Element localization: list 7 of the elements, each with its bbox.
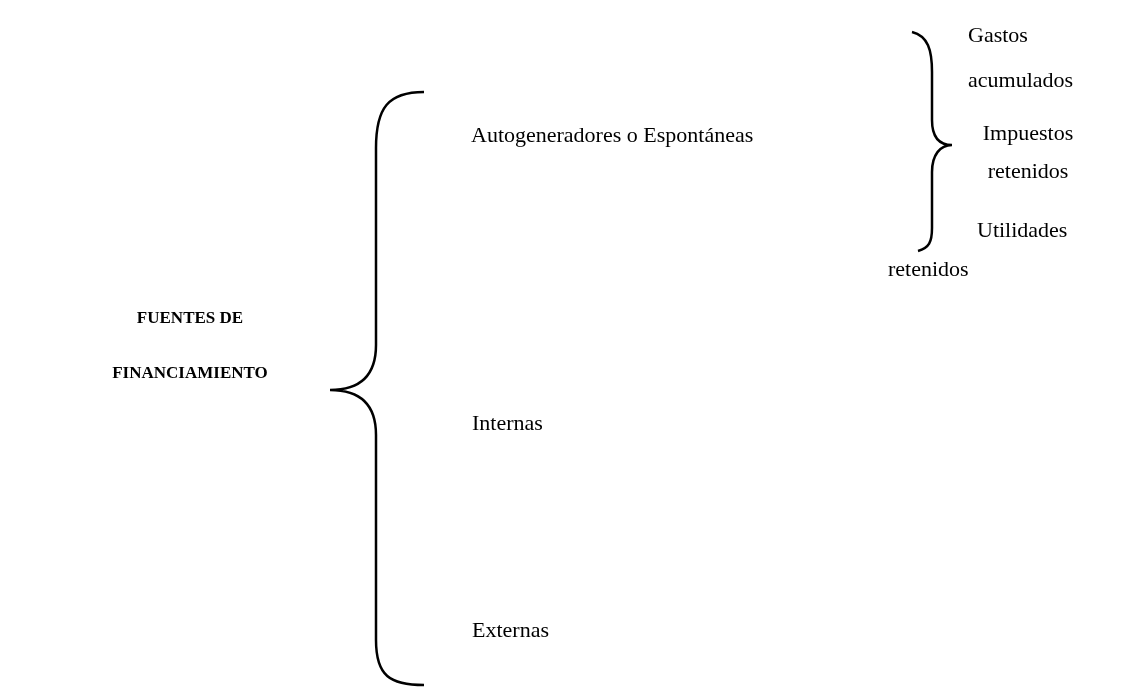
category-label: Externas — [472, 616, 550, 644]
category-label: Autogeneradores o Espontáneas — [471, 121, 755, 149]
item-label: Gastos acumulados — [968, 21, 1075, 94]
item-label: Impuestos retenidos — [981, 119, 1075, 185]
item-label: Utilidades retenidos — [888, 216, 1069, 283]
category-label: Internas — [472, 409, 544, 437]
heading-text: FUENTES DE FINANCIAMIENTO — [111, 307, 269, 384]
